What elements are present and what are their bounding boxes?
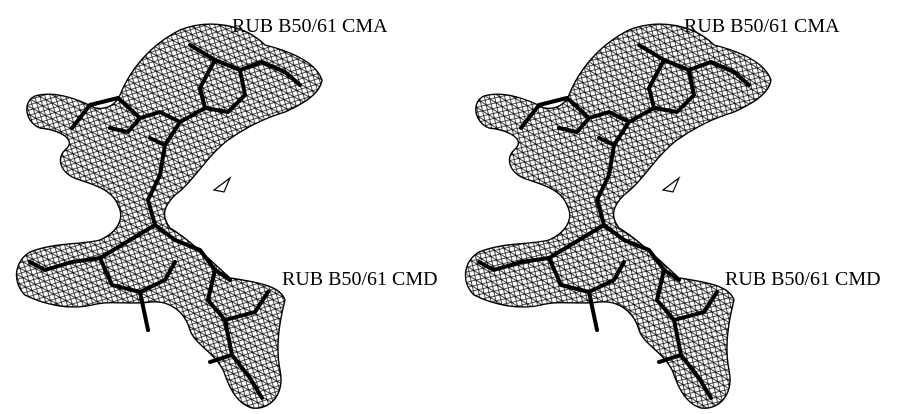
density-blob-left	[212, 176, 232, 193]
molecule-model-left	[28, 43, 302, 400]
electron-density-map-left	[15, 23, 323, 409]
electron-density-map-right	[464, 23, 772, 409]
stereo-panel-left: RUB B50/61 CMA RUB B50/61 CMD	[15, 15, 438, 409]
density-blob-right	[661, 176, 681, 193]
residue-label-cmd-left: RUB B50/61 CMD	[282, 268, 438, 290]
residue-label-cma-right: RUB B50/61 CMA	[684, 15, 840, 37]
residue-label-cma-left: RUB B50/61 CMA	[232, 15, 388, 37]
molecule-model-right	[477, 43, 751, 400]
stereo-panel-right: RUB B50/61 CMA RUB B50/61 CMD	[457, 0, 914, 414]
residue-label-cmd-right: RUB B50/61 CMD	[725, 268, 881, 290]
density-mesh-left	[15, 23, 323, 409]
density-mesh-right	[464, 23, 772, 409]
